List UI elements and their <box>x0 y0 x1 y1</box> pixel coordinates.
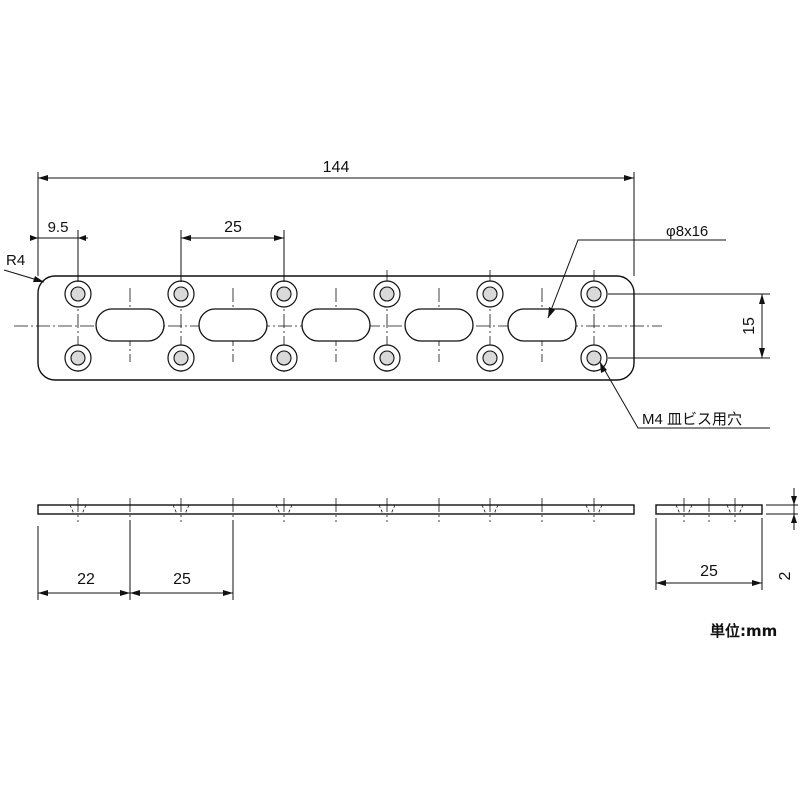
dim-hole-pitch: 25 <box>180 219 285 282</box>
dim-hole-spacing-vertical: 15 <box>608 293 770 359</box>
dim-2-label: 2 <box>777 571 794 580</box>
dim-9-5-label: 9.5 <box>48 219 69 236</box>
top-view: 144 9.5 25 R4 φ8x16 <box>3 159 770 429</box>
dim-corner-radius: R4 <box>3 252 45 283</box>
dim-side-offsets: 22 25 <box>37 520 234 600</box>
slots <box>95 308 577 342</box>
dim-22-label: 22 <box>77 571 95 588</box>
side-hidden-lines <box>69 498 603 522</box>
r4-label: R4 <box>6 252 25 269</box>
dim-25-label: 25 <box>224 219 242 236</box>
slot <box>198 308 268 342</box>
slot-size-label: φ8x16 <box>666 223 708 240</box>
dim-25-side-label: 25 <box>173 571 191 588</box>
hole <box>373 280 401 308</box>
hole <box>64 280 92 308</box>
hole <box>270 280 298 308</box>
dim-144-label: 144 <box>323 159 350 176</box>
unit-label: 単位:mm <box>710 622 777 640</box>
hole <box>580 280 608 308</box>
slot <box>301 308 371 342</box>
dim-thickness: 2 <box>766 488 798 580</box>
hole <box>270 344 298 372</box>
countersunk-holes <box>64 280 608 372</box>
dim-overall-length: 144 <box>37 159 635 276</box>
end-hidden-lines <box>675 498 744 522</box>
dim-15-label: 15 <box>741 317 758 335</box>
dim-25-end-label: 25 <box>700 563 718 580</box>
dim-edge-offset: 9.5 <box>30 219 88 282</box>
hole <box>167 280 195 308</box>
slot <box>507 308 577 342</box>
dim-slot-size: φ8x16 <box>547 223 726 319</box>
hole <box>373 344 401 372</box>
hole <box>167 344 195 372</box>
end-view: 25 2 <box>655 488 798 590</box>
side-view: 22 25 <box>37 498 635 600</box>
dim-end-width: 25 <box>655 518 763 590</box>
hole <box>64 344 92 372</box>
slot <box>404 308 474 342</box>
hole <box>476 344 504 372</box>
slot <box>95 308 165 342</box>
m4-callout-label: M4 皿ビス用穴 <box>642 411 742 428</box>
hole <box>476 280 504 308</box>
dim-hole-callout: M4 皿ビス用穴 <box>599 361 770 429</box>
